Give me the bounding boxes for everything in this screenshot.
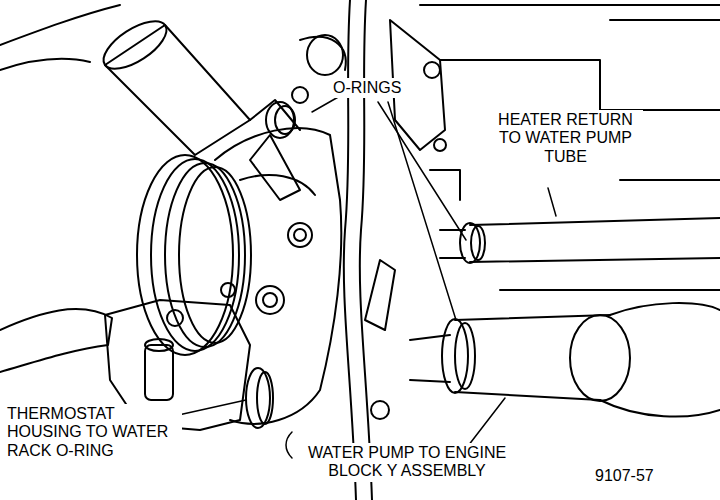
callout-label: O-RINGS [330, 78, 404, 98]
callout-label: THERMOSTAT HOUSING TO WATER RACK O-RING [4, 404, 182, 461]
callout-label: HEATER RETURN TO WATER PUMP TUBE [488, 110, 643, 167]
callout-label: WATER PUMP TO ENGINE BLOCK Y ASSEMBLY [296, 443, 518, 482]
figure-number: 9107-57 [592, 466, 657, 486]
